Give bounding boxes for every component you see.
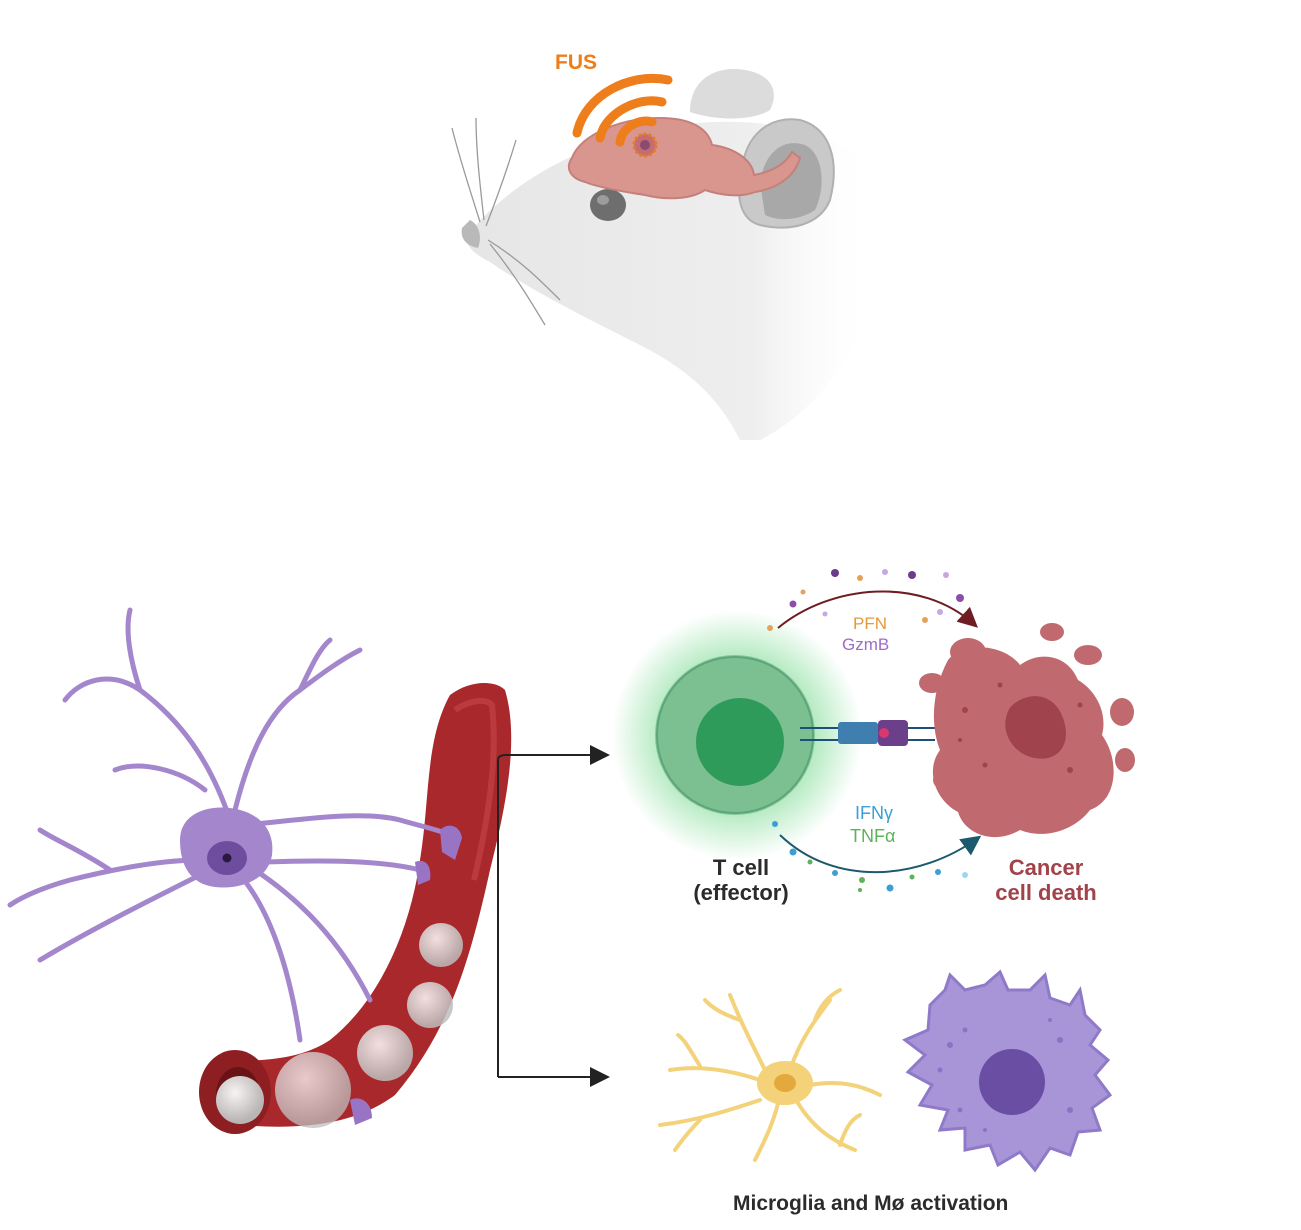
- mouse-nose: [461, 220, 480, 248]
- cancer-label-line2: cell death: [995, 880, 1097, 906]
- t-cell-label-line1: T cell: [712, 855, 770, 880]
- blood-vessel: [199, 683, 512, 1134]
- pathway-arrows: [497, 745, 610, 1087]
- mouse-eye: [590, 189, 626, 221]
- astrocyte-body: [180, 807, 273, 888]
- pfn-label: PFN: [853, 614, 887, 633]
- t-cell-label-line2: (effector): [693, 880, 789, 906]
- cancer-cell: [919, 623, 1135, 838]
- ifng-label: IFNγ: [855, 803, 893, 823]
- microglia-body: [757, 1061, 813, 1105]
- tcr-mhc-complex: [800, 720, 935, 746]
- microglia-activation-label: Microglia and Mø activation: [733, 1192, 1009, 1215]
- cytokine-arrow: [779, 834, 982, 874]
- cancer-cell-death-label: Cancer cell death: [976, 855, 1116, 906]
- mouse-back-ear: [690, 69, 774, 119]
- granule-arrow: [777, 590, 978, 629]
- fus-label: FUS: [555, 51, 597, 74]
- cytokine-dots: [772, 821, 968, 892]
- macrophage: [902, 969, 1113, 1173]
- tumor-site-icon: [632, 132, 658, 158]
- mouse-illustration: [451, 69, 874, 440]
- t-cell-label: T cell (effector): [676, 855, 806, 906]
- t-cell: [612, 610, 862, 860]
- cancer-label-line1: Cancer: [1008, 855, 1084, 880]
- gzmb-label: GzmB: [842, 635, 890, 654]
- microbubbles: [216, 923, 463, 1128]
- mouse-whiskers: [451, 117, 561, 326]
- astrocyte-endfeet: [350, 825, 462, 1125]
- granule-dots: [767, 569, 964, 631]
- tnfa-label: TNFα: [850, 826, 896, 846]
- fus-waves-icon: [572, 74, 673, 147]
- astrocyte: [7, 607, 453, 1043]
- mouse-brain: [567, 116, 802, 200]
